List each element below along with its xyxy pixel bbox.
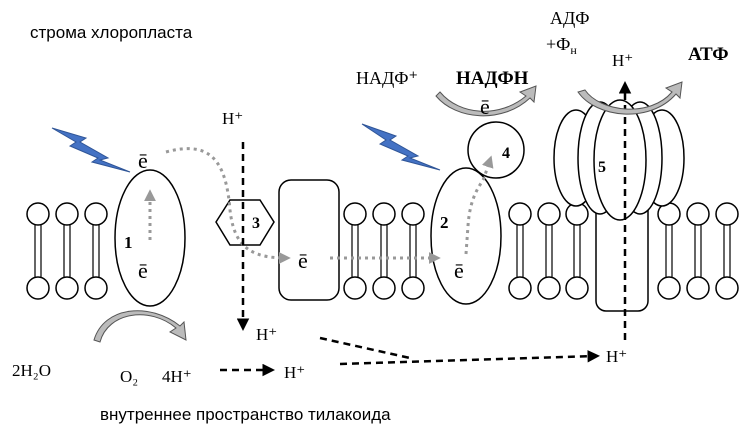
phosphate-label: +Фн bbox=[546, 34, 577, 57]
complex-1-label: 1 bbox=[124, 233, 133, 252]
electron-label: ē bbox=[454, 258, 464, 283]
electron-label: ē bbox=[480, 94, 490, 119]
lipid-head bbox=[343, 276, 367, 300]
nadp-label: НАДФ⁺ bbox=[356, 68, 418, 88]
complex-3-hexagon bbox=[215, 199, 275, 246]
lipid-head bbox=[372, 276, 396, 300]
lumen-label: внутреннее пространство тилакоида bbox=[100, 405, 391, 424]
photosystem-1-complex bbox=[430, 167, 502, 305]
atp-synthase bbox=[553, 99, 685, 312]
oxygen-label: O₂ bbox=[120, 367, 138, 386]
lipid-head bbox=[508, 276, 532, 300]
lipid-head bbox=[84, 276, 108, 300]
water-label: 2H₂O bbox=[12, 361, 51, 380]
lipid-head bbox=[686, 202, 710, 226]
protons-4-label: 4H⁺ bbox=[162, 367, 192, 386]
atp-label: АТФ bbox=[688, 44, 729, 65]
proton-label-lumen-mid: H⁺ bbox=[284, 363, 305, 382]
light-bolt-icon bbox=[361, 123, 441, 171]
lipid-head bbox=[686, 276, 710, 300]
lipid-bilayer-mid bbox=[343, 202, 425, 300]
proton-label-top-center: H⁺ bbox=[222, 109, 243, 128]
lipid-head bbox=[55, 276, 79, 300]
complex-2-label: 2 bbox=[440, 213, 449, 232]
lipid-head bbox=[401, 276, 425, 300]
complex-4-label: 4 bbox=[502, 145, 510, 162]
light-bolt-icon bbox=[51, 127, 131, 173]
complex-5-label: 5 bbox=[598, 159, 606, 176]
lipid-head bbox=[343, 202, 367, 226]
lipid-head bbox=[715, 276, 739, 300]
lipid-head bbox=[372, 202, 396, 226]
electron-label: ē bbox=[138, 258, 148, 283]
nadph-label: НАДФН bbox=[456, 68, 529, 89]
lipid-head bbox=[565, 276, 589, 300]
lipid-head bbox=[55, 202, 79, 226]
electron-label: ē bbox=[138, 148, 148, 173]
electron-label: ē bbox=[298, 248, 308, 273]
lipid-head bbox=[657, 276, 681, 300]
cytochrome-complex bbox=[278, 179, 340, 301]
adp-label: АДФ bbox=[550, 8, 590, 28]
lipid-head bbox=[537, 202, 561, 226]
proton-label-lumen-right: H⁺ bbox=[606, 347, 627, 366]
proton-flow-arrows bbox=[220, 81, 632, 377]
proton-label-top-synthase: H⁺ bbox=[612, 51, 633, 70]
lipid-head bbox=[26, 202, 50, 226]
lipid-head bbox=[508, 202, 532, 226]
ferredoxin-complex bbox=[467, 121, 525, 179]
complex-3-label: 3 bbox=[252, 215, 260, 232]
stroma-label: строма хлоропласта bbox=[30, 23, 193, 42]
lipid-head bbox=[537, 276, 561, 300]
curved-reaction-arrows bbox=[93, 81, 683, 343]
lipid-head bbox=[26, 276, 50, 300]
electron-path bbox=[144, 147, 494, 264]
lipid-bilayer-left bbox=[26, 202, 108, 300]
lipid-head bbox=[715, 202, 739, 226]
lipid-head bbox=[84, 202, 108, 226]
lipid-head bbox=[401, 202, 425, 226]
proton-label-lumen-center: H⁺ bbox=[256, 325, 277, 344]
